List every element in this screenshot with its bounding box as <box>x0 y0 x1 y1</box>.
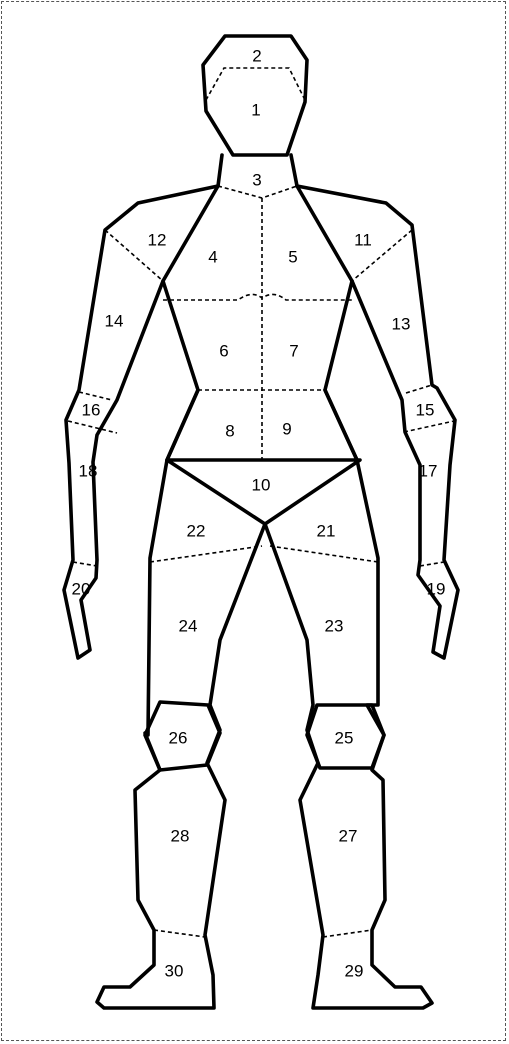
region-label-14: 14 <box>105 311 124 330</box>
region-label-3: 3 <box>252 170 261 189</box>
region-label-12: 12 <box>148 230 167 249</box>
region-label-21: 21 <box>317 521 336 540</box>
waist-left <box>167 390 198 460</box>
region-label-30: 30 <box>165 961 184 980</box>
waist-right <box>325 390 357 460</box>
region-label-29: 29 <box>345 961 364 980</box>
region-label-7: 7 <box>289 341 298 360</box>
region-label-15: 15 <box>416 400 435 419</box>
seam-head-crown <box>206 68 305 100</box>
region-label-6: 6 <box>219 341 228 360</box>
seam-right-elbow-upper <box>406 385 432 393</box>
torso-right-inner <box>297 186 352 281</box>
torso-left-inner <box>163 186 218 281</box>
region-label-13: 13 <box>392 314 411 333</box>
region-label-20: 20 <box>72 579 91 598</box>
region-label-19: 19 <box>427 579 446 598</box>
region-label-27: 27 <box>339 826 358 845</box>
seam-left-thigh-top <box>270 546 378 562</box>
region-label-23: 23 <box>325 616 344 635</box>
seam-left-elbow-upper <box>79 392 112 400</box>
neck-right-line <box>291 155 297 186</box>
region-label-8: 8 <box>225 421 234 440</box>
region-label-26: 26 <box>169 728 188 747</box>
region-label-22: 22 <box>187 521 206 540</box>
seam-left-elbow-lower <box>68 421 117 433</box>
region-label-24: 24 <box>179 616 198 635</box>
region-label-17: 17 <box>419 461 438 480</box>
region-label-1: 1 <box>251 100 260 119</box>
region-label-11: 11 <box>354 230 372 249</box>
region-label-16: 16 <box>82 400 101 419</box>
seam-right-wrist <box>420 562 444 566</box>
seam-left-shin-ankle <box>323 930 372 937</box>
region-label-4: 4 <box>208 247 217 266</box>
neck-left-line <box>218 155 222 186</box>
region-label-18: 18 <box>79 461 98 480</box>
body-left-contour <box>64 186 265 1008</box>
region-label-10: 10 <box>252 475 271 494</box>
region-label-25: 25 <box>335 728 354 747</box>
region-seams <box>68 68 454 937</box>
seam-chest <box>163 294 352 300</box>
region-label-5: 5 <box>288 247 297 266</box>
region-label-2: 2 <box>252 46 261 65</box>
region-label-9: 9 <box>282 419 291 438</box>
region-label-28: 28 <box>171 826 190 845</box>
seam-left-wrist <box>73 562 97 566</box>
region-labels: 1 2 3 4 5 6 7 8 9 10 11 12 13 14 15 16 1… <box>72 46 446 980</box>
seam-right-thigh-top <box>150 546 262 562</box>
seam-right-shin-ankle <box>154 930 205 937</box>
seam-right-elbow-lower <box>404 421 454 432</box>
